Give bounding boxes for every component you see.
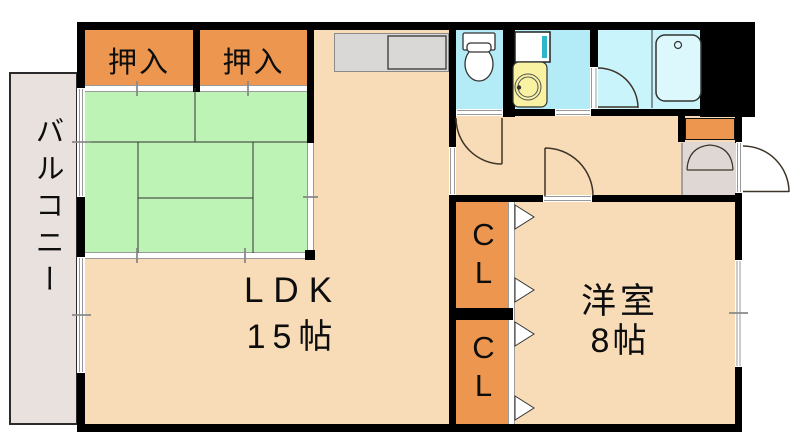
pipe-space [700, 22, 755, 117]
kitchen-counter [334, 33, 449, 72]
wall-left-lower [77, 373, 85, 425]
tatami-ldk-partition-vertical [307, 143, 314, 252]
wall-washroom-bath [590, 22, 598, 67]
wall-toilet-washroom [503, 22, 515, 117]
toilet-door-gap [456, 109, 503, 116]
ldk-hall-opening [449, 147, 456, 195]
entrance-door-arc [742, 145, 790, 193]
wall-oshiire-divider [193, 22, 200, 92]
wall-right-mid [735, 193, 742, 260]
cl-lower-label: CL [466, 330, 501, 406]
balcony-label: バルコニー [31, 116, 63, 301]
tatami-ldk-partition-open [85, 252, 307, 259]
wall-ldk-hall-upper [449, 22, 456, 147]
wall-left-upper [77, 22, 85, 88]
closet-oshiire-left [85, 30, 193, 85]
tatami-room [85, 92, 307, 252]
wall-bottom [77, 424, 742, 432]
washroom-door-gap [555, 109, 591, 116]
wall-hall-western [449, 195, 742, 202]
western-room-name: 洋室 [580, 282, 659, 321]
closet-cl-lower [456, 320, 508, 424]
washroom [515, 30, 590, 110]
wall-top [77, 22, 742, 30]
wall-cl-divider [456, 308, 513, 320]
wall-right-upper [735, 117, 742, 143]
entrance-door-gap [736, 142, 742, 193]
cl-upper-label: CL [466, 217, 501, 293]
entrance-tataki [682, 142, 736, 196]
balcony-window-ldk [77, 257, 85, 373]
wall-ldk-hall-lower [449, 195, 456, 432]
wall-partition-cap [305, 250, 315, 260]
bathroom [598, 30, 702, 109]
wall-left-mid [77, 197, 85, 257]
toilet-room [456, 30, 503, 110]
balcony-window-tatami [77, 88, 85, 197]
western-room-window [735, 260, 742, 367]
closet-cl-upper [456, 202, 508, 308]
ldk-room-name: LDK [243, 271, 343, 310]
wall-tatami-partition [307, 22, 314, 143]
oshiire-left-label: 押入 [107, 47, 170, 79]
western-room-size: 8帖 [590, 322, 650, 360]
balcony [9, 72, 78, 425]
wall-waterline [449, 109, 742, 116]
ldk-room-size: 15帖 [246, 318, 340, 356]
shoe-cabinet [685, 118, 735, 140]
closet-oshiire-right [200, 30, 307, 85]
wall-shoebox-stub [678, 116, 685, 142]
oshiire-right-label: 押入 [222, 47, 285, 79]
western-door-gap [543, 195, 592, 202]
bath-door-gap [590, 67, 598, 109]
wall-right-lower [735, 367, 742, 424]
